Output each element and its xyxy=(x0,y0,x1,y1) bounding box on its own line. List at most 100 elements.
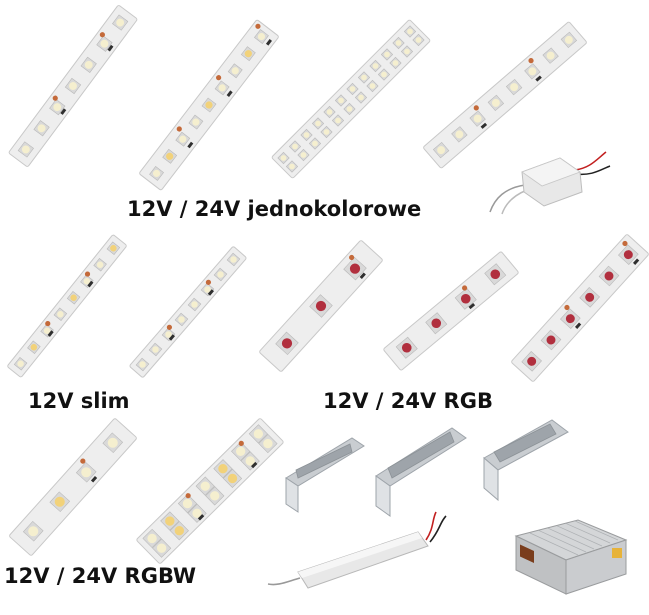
strip-slim-2-led xyxy=(200,279,215,297)
strip-mono-3-led xyxy=(311,117,333,139)
strip-rgbw-2-led xyxy=(142,528,172,558)
strip-slim-2-led xyxy=(161,324,176,342)
strip-rgb-2-pcb xyxy=(383,251,519,371)
strip-mono-2-led xyxy=(149,166,164,181)
strip-mono-4-led xyxy=(432,141,450,159)
strip-mono-4-led xyxy=(524,58,542,82)
caption-rgbw: 12V / 24V RGBW xyxy=(4,564,196,588)
strip-mono-4-led xyxy=(469,105,488,129)
strip-slim-2-led xyxy=(148,342,163,357)
strip-rgb-3-led xyxy=(579,287,600,308)
strip-mono-3-led xyxy=(277,151,299,173)
strip-rgbw-2 xyxy=(136,418,284,564)
strip-mono-3-led xyxy=(346,82,368,104)
strip-rgb-1-led xyxy=(343,254,367,281)
strip-mono-4-led xyxy=(542,47,559,64)
strip-rgbw-1 xyxy=(9,418,137,556)
strip-rgbw-1-pcb xyxy=(9,418,137,556)
strip-slim-2-led xyxy=(187,297,202,312)
strip-mono-4-pcb xyxy=(423,21,587,169)
strip-slim-2-pcb xyxy=(129,246,247,378)
strip-rgbw-2-led xyxy=(160,511,189,541)
strip-rgb-3-led xyxy=(560,304,582,329)
strip-rgbw-1-led xyxy=(75,458,98,483)
strip-mono-1-led xyxy=(96,32,114,52)
strip-rgb-3 xyxy=(511,234,649,382)
strip-mono-2 xyxy=(139,19,279,191)
strip-mono-1-led xyxy=(64,77,82,95)
strip-rgb-2-led xyxy=(484,263,507,286)
strip-rgb-2-led xyxy=(454,285,477,310)
strip-mono-2-led xyxy=(214,75,233,97)
strip-mono-3-led xyxy=(369,59,391,81)
strip-slim-1-led xyxy=(106,241,121,255)
strip-mono-3-led xyxy=(300,128,322,150)
strip-mono-1-led xyxy=(112,14,129,31)
strip-mono-2-led xyxy=(175,126,194,149)
strip-rgb-2-led xyxy=(425,312,448,335)
strip-mono-3-led xyxy=(403,25,425,47)
strip-rgb-1 xyxy=(259,240,383,372)
caption-monochrome: 12V / 24V jednokolorowe xyxy=(127,197,422,221)
strip-slim-1-pcb xyxy=(7,234,127,378)
strip-mono-1 xyxy=(8,5,138,167)
strip-rgb-2 xyxy=(383,251,519,371)
strip-slim-1-led xyxy=(13,357,28,371)
strip-slim-1-led xyxy=(93,258,107,272)
strip-mono-2-led xyxy=(240,46,256,62)
strip-mono-3-led xyxy=(392,36,414,58)
strip-mono-1-led xyxy=(17,141,34,158)
power-supply-box xyxy=(514,519,628,595)
strip-slim-1-led xyxy=(66,291,81,305)
strip-mono-3-led xyxy=(357,71,379,93)
strip-slim-1-led xyxy=(40,320,54,338)
strip-rgbw-1-led xyxy=(102,432,124,454)
strip-mono-2-led xyxy=(188,114,204,130)
strip-rgbw-2-led xyxy=(195,476,225,506)
strip-mono-2-led xyxy=(227,63,243,79)
strip-mono-4-led xyxy=(505,78,523,96)
strip-slim-1-led xyxy=(53,307,68,321)
aluminum-profile-1 xyxy=(285,437,365,513)
strip-rgb-1-led xyxy=(309,294,333,318)
strip-mono-2-led xyxy=(254,23,273,46)
aluminum-profile-2 xyxy=(375,427,467,517)
strip-mono-4-led xyxy=(560,31,578,49)
strip-slim-2 xyxy=(129,246,247,378)
strip-mono-1-led xyxy=(49,95,67,116)
caption-slim: 12V slim xyxy=(28,389,130,413)
strip-mono-4-led xyxy=(451,126,468,143)
strip-rgbw-2-led xyxy=(213,459,243,489)
caption-rgb: 12V / 24V RGB xyxy=(323,389,493,413)
strip-rgbw-2-led xyxy=(177,493,207,523)
strip-mono-3-pcb xyxy=(271,19,431,179)
power-supply-small xyxy=(489,151,611,215)
strip-rgb-1-led xyxy=(275,331,299,356)
strip-rgbw-1-led xyxy=(22,520,44,542)
strip-mono-1-led xyxy=(33,120,50,137)
aluminum-profile-3 xyxy=(483,419,569,502)
strip-mono-2-led xyxy=(201,97,217,113)
strip-mono-3 xyxy=(271,19,431,179)
strip-rgbw-1-led xyxy=(49,491,71,513)
strip-slim-1-led xyxy=(27,340,41,354)
strip-slim-2-led xyxy=(226,252,241,267)
strip-slim-2-led xyxy=(135,357,150,372)
strip-rgb-2-led xyxy=(395,336,418,359)
strip-slim-2-led xyxy=(213,267,228,282)
strip-rgb-3-led xyxy=(521,351,542,372)
strip-slim-1-led xyxy=(80,271,94,288)
strip-mono-3-led xyxy=(334,94,356,116)
strip-mono-3-led xyxy=(288,140,310,162)
power-supply-slim xyxy=(267,511,447,589)
strip-rgbw-2-led xyxy=(248,424,278,454)
strip-rgbw-2-led xyxy=(231,440,260,471)
strip-rgb-3-led xyxy=(618,240,640,265)
strip-mono-3-led xyxy=(323,105,345,127)
strip-slim-2-led xyxy=(174,312,189,327)
strip-mono-1-led xyxy=(80,56,97,73)
strip-mono-3-led xyxy=(380,48,402,70)
strip-rgb-3-led xyxy=(598,265,620,287)
